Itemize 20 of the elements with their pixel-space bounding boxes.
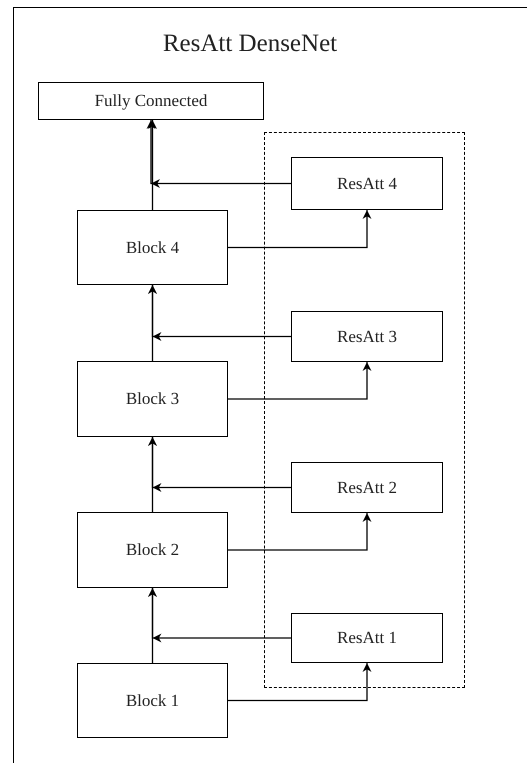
- layer-label: Block 2: [126, 540, 180, 560]
- layer-label: Fully Connected: [94, 91, 208, 111]
- layer-box: [38, 82, 264, 120]
- layer-box: [291, 462, 443, 513]
- diagram-title: ResAtt DenseNet: [162, 30, 338, 58]
- layer-label: Block 3: [126, 389, 180, 409]
- layer-box: [77, 210, 228, 285]
- layer-label: Block 4: [126, 238, 180, 258]
- layer-label: ResAtt 2: [337, 478, 397, 498]
- layer-box: [77, 663, 228, 738]
- layer-box: [77, 361, 228, 437]
- layer-box: [291, 613, 443, 663]
- layer-box: [77, 512, 228, 588]
- layer-label: ResAtt 1: [337, 628, 397, 648]
- layer-label: ResAtt 3: [337, 326, 397, 346]
- dashed-group-box: [264, 132, 465, 688]
- layer-box: [291, 311, 443, 362]
- layer-box: [291, 157, 443, 210]
- layer-label: Block 1: [126, 690, 180, 710]
- layer-label: ResAtt 4: [337, 174, 397, 194]
